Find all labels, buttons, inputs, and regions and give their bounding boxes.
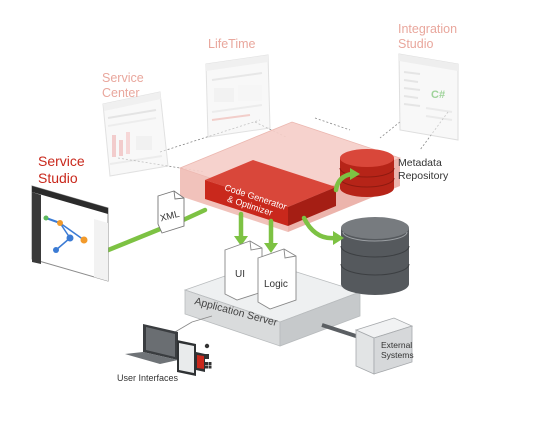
svg-text:Service: Service [102,71,144,85]
external-systems-box [354,317,414,375]
phone-icon [196,352,205,372]
user-interfaces-label: User Interfaces [117,373,179,383]
svg-text:Service: Service [38,153,85,169]
logic-document-icon [257,248,297,310]
integration-studio-label: Integration Studio [398,22,457,51]
logic-label: Logic [264,279,288,290]
svg-text:Studio: Studio [398,37,433,51]
lifetime-label: LifeTime [208,37,256,51]
svg-text:Metadata: Metadata [398,157,442,169]
xml-document-icon [157,190,185,234]
metadata-repository-label: Metadata Repository [398,157,449,182]
external-systems-connector [321,323,363,340]
service-studio-window [31,185,109,282]
xml-label: XML [159,209,181,224]
svg-text:Integration: Integration [398,22,457,36]
user-interface-connectors [174,315,213,333]
svg-text:Center: Center [102,86,140,100]
metadata-repository-cylinder [339,149,395,197]
csharp-glyph: C# [431,89,445,101]
ui-label: UI [235,269,245,280]
service-center-label: Service Center [102,71,144,100]
lifetime-window [205,54,271,138]
svg-text:Repository: Repository [398,170,449,182]
tablet-icon [177,340,196,376]
laptop-icon [125,324,178,364]
platform-glyph-icons [204,343,212,369]
database-cylinder [340,217,410,295]
service-studio-label: Service Studio [38,153,85,186]
svg-text:Studio: Studio [38,170,78,186]
svg-text:External: External [381,340,412,350]
service-center-window [102,91,169,177]
svg-text:Systems: Systems [381,350,414,360]
integration-studio-window [398,53,459,141]
external-systems-label: External Systems [381,340,414,360]
code-generator-block [205,160,336,226]
green-arrowheads [234,168,360,253]
